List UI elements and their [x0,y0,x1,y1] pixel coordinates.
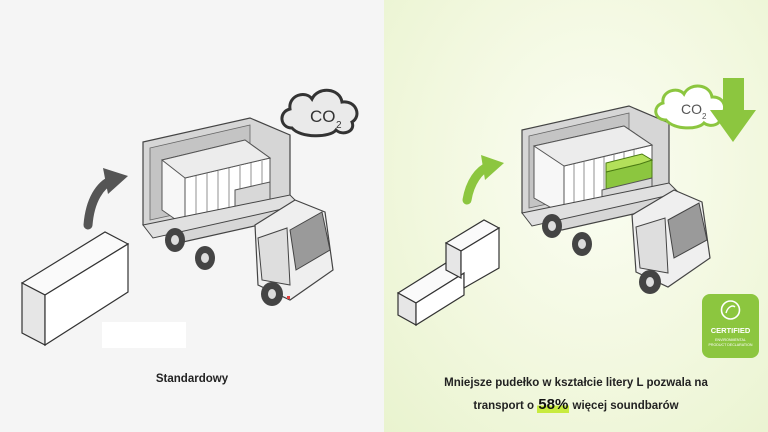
svg-text:2: 2 [336,120,342,131]
truck-icon [521,105,711,294]
standard-packaging-panel: CO 2 [20,88,359,348]
l-shaped-packaging-panel: CO 2 CERTIFIED ENVIRONMENTAL PRODUCT DEC… [384,0,768,432]
caption-line-2: transport o 58% więcej soundbarów [473,396,679,413]
highlight-percentage: 58% [537,396,570,413]
cloud-co2-icon: CO 2 [654,84,727,130]
svg-text:ENVIRONMENTAL: ENVIRONMENTAL [715,338,746,342]
caption-line-1: Mniejsze pudełko w kształcie litery L po… [444,377,708,389]
svg-text:CO: CO [681,101,702,117]
svg-text:PRODUCT DECLARATION: PRODUCT DECLARATION [709,343,753,347]
l-box-scene: CO 2 CERTIFIED ENVIRONMENTAL PRODUCT DEC… [396,78,759,358]
svg-text:2: 2 [702,112,707,121]
svg-text:CO: CO [310,107,336,126]
certified-badge-icon: CERTIFIED ENVIRONMENTAL PRODUCT DECLARAT… [702,294,759,358]
standard-box [20,231,130,347]
truck-icon [142,117,334,306]
curved-arrow-icon [462,155,504,205]
l-box-caption: Mniejsze pudełko w kształcie litery L po… [384,372,768,417]
blank-label [102,322,186,348]
svg-text:CERTIFIED: CERTIFIED [711,326,751,335]
standard-scene: CO 2 [20,88,359,348]
standard-caption: Standardowy [155,373,229,385]
down-arrow-icon [710,78,756,142]
l-shaped-box [396,219,501,327]
cloud-co2-icon: CO 2 [280,88,359,138]
curved-arrow-icon [83,168,128,230]
